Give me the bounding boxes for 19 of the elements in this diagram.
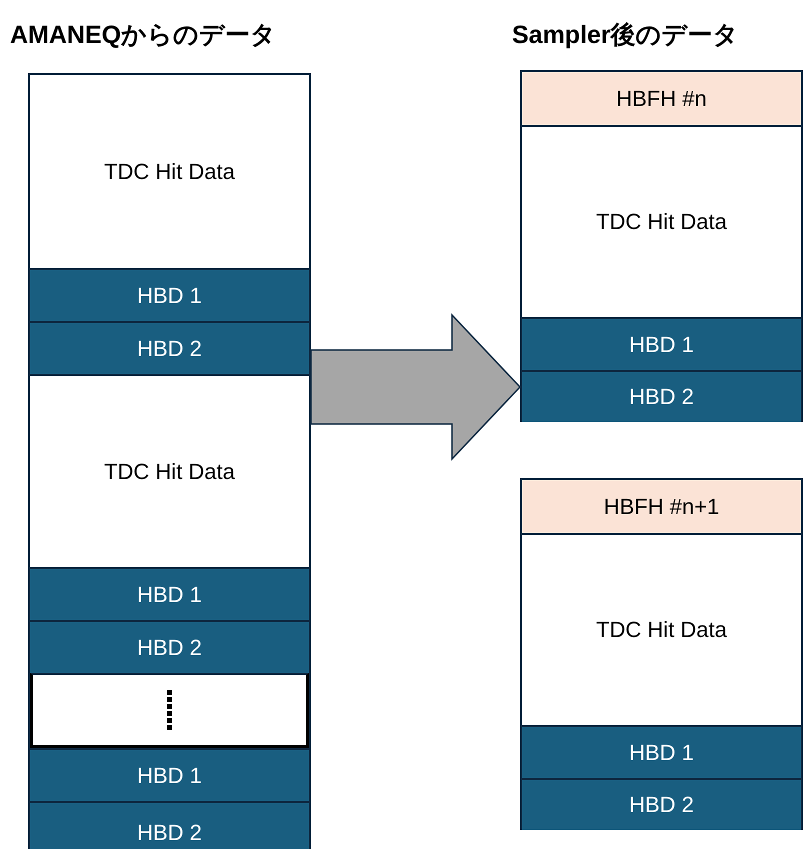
column-heading: AMANEQからのデータ xyxy=(10,20,276,51)
header-block: HBFH #n xyxy=(522,72,801,125)
hbd-block: HBD 2 xyxy=(522,370,801,422)
hbd-block: HBD 1 xyxy=(30,567,309,620)
data-stack xyxy=(28,73,311,849)
ellipsis-block xyxy=(30,673,309,748)
data-stack xyxy=(520,70,803,422)
hbd-block: HBD 2 xyxy=(30,801,309,849)
hbd-block: HBD 1 xyxy=(30,268,309,321)
hbd-block: HBD 2 xyxy=(30,321,309,374)
hbd-block: HBD 1 xyxy=(522,725,801,778)
header-block: HBFH #n+1 xyxy=(522,480,801,533)
block-arrow xyxy=(310,313,522,461)
data-stack xyxy=(520,478,803,830)
hbd-block: HBD 1 xyxy=(30,748,309,801)
hbd-block: HBD 2 xyxy=(30,620,309,673)
hbd-block: HBD 1 xyxy=(522,317,801,370)
column-heading: Sampler後のデータ xyxy=(512,20,739,51)
hbd-block: HBD 2 xyxy=(522,778,801,830)
